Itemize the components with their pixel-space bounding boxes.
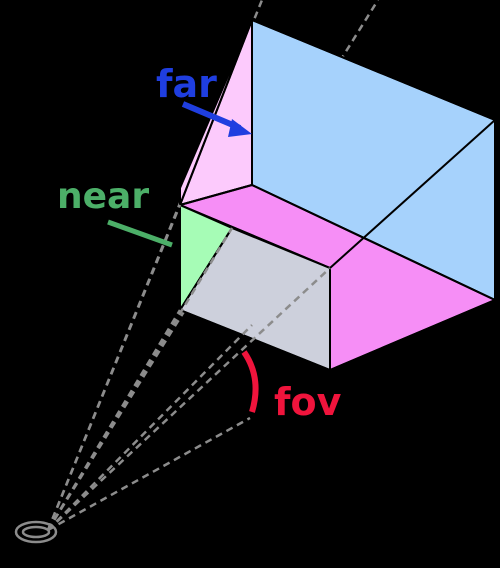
- near-pointer: [107, 219, 173, 248]
- sight-line-6: [47, 324, 253, 531]
- sight-line-1: [46, 204, 182, 531]
- near-label: near: [57, 176, 149, 217]
- edge-near-top: [179, 204, 331, 269]
- camera-icon: [14, 520, 58, 544]
- bracket-icon: [241, 350, 259, 413]
- fov-label: fov: [274, 380, 342, 424]
- sight-lines-front: [46, 204, 331, 532]
- far-label: far: [156, 62, 217, 106]
- sight-line-5: [47, 416, 251, 532]
- sight-line-4: [47, 267, 331, 531]
- edge-diag-back: [179, 184, 253, 206]
- sight-line-3: [46, 227, 234, 531]
- edge-far-inner-bottom: [251, 184, 496, 301]
- edge-diag-mid: [329, 119, 496, 269]
- arrow-icon: [181, 101, 252, 137]
